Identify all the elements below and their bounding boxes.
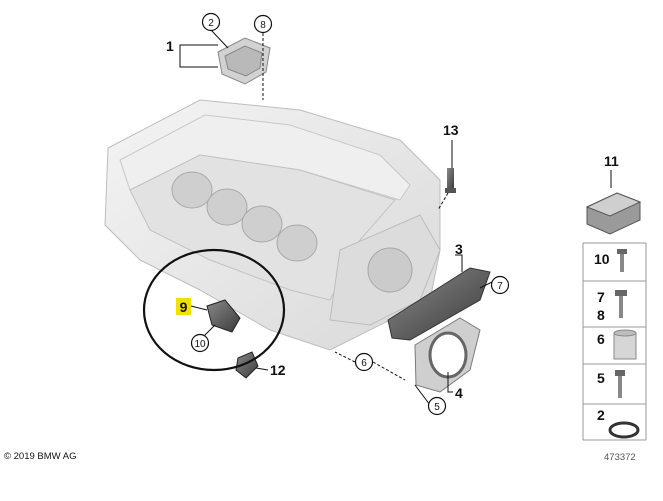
callout-6: 6 [354,352,374,372]
legend-gasket-kit-part [585,192,642,235]
callout-1: 1 [166,38,174,54]
callout-10: 10 [190,333,210,353]
svg-text:2: 2 [208,18,214,29]
callout-3: 3 [455,241,463,257]
callout-13: 13 [443,122,459,138]
svg-text:2: 2 [597,407,605,423]
svg-text:5: 5 [434,402,440,413]
legend-bolt-7-8 [615,290,627,296]
callout-2: 2 [201,12,221,32]
svg-text:8: 8 [597,307,605,323]
svg-text:10: 10 [194,339,206,350]
sensor-part [445,168,456,193]
callout-4: 4 [455,385,463,401]
parts-legend: 11 10 7 8 6 5 2 [582,153,647,441]
top-housing-part [217,37,271,85]
highlight-ellipse [142,248,286,372]
svg-text:1: 1 [166,38,174,54]
callout-12: 12 [270,362,286,378]
callout-7: 7 [490,275,510,295]
legend-bolt-10 [617,249,627,254]
cover-part [387,267,491,341]
svg-text:10: 10 [594,251,610,267]
svg-text:11: 11 [604,153,619,169]
svg-text:5: 5 [597,370,605,386]
callout-9: 9 [176,298,191,315]
svg-text:4: 4 [455,385,463,401]
svg-text:12: 12 [270,362,286,378]
svg-text:6: 6 [597,331,605,347]
seal-carrier-part [414,317,481,393]
callout-8: 8 [253,14,273,34]
svg-text:6: 6 [361,358,367,369]
legend-sleeve-6 [613,329,637,360]
svg-text:8: 8 [260,20,266,31]
legend-oring-2 [608,421,640,439]
callout-5: 5 [427,396,447,416]
copyright-text: © 2019 BMW AG [4,451,77,462]
drawing-number: 473372 [604,452,636,463]
legend-bolt-5 [615,370,625,376]
svg-text:3: 3 [455,241,463,257]
svg-text:9: 9 [180,299,188,315]
svg-text:13: 13 [443,122,459,138]
engine-block [104,99,441,351]
leader-lines [179,29,493,406]
svg-text:7: 7 [497,281,503,292]
svg-text:7: 7 [597,289,605,305]
